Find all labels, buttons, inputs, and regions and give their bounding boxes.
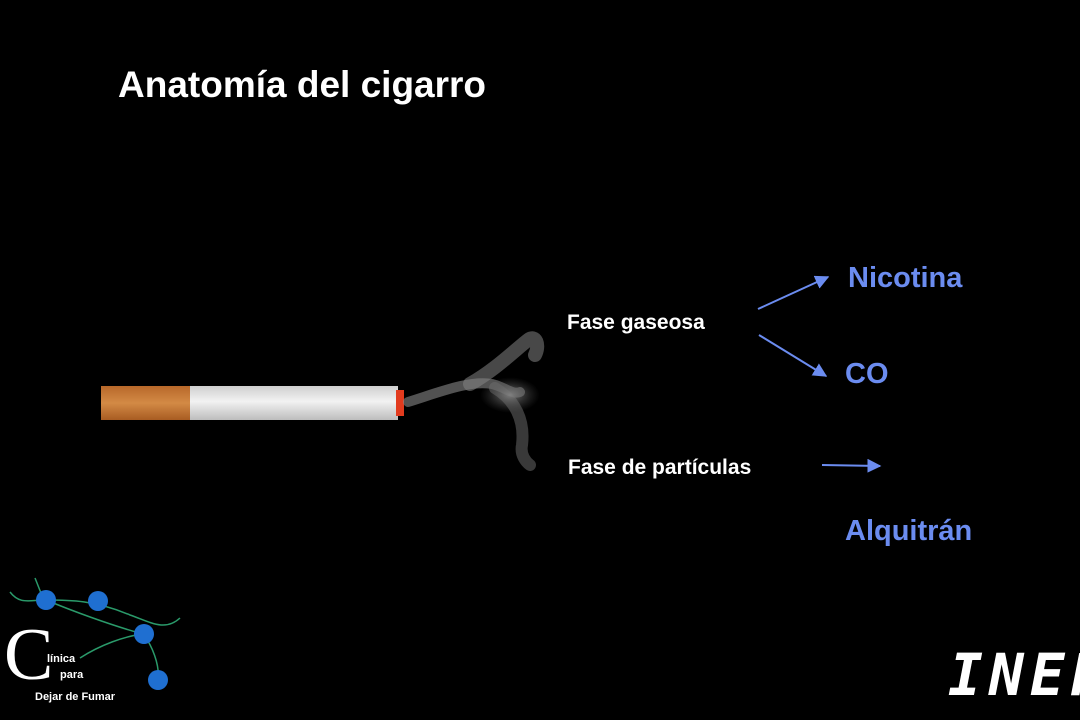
co-label: CO <box>845 358 889 390</box>
smoke <box>403 331 545 471</box>
clinic-logo-graphic <box>9 577 181 690</box>
iner-logo: INER <box>948 641 1080 709</box>
nicotine-label: Nicotina <box>848 262 963 294</box>
cigarette-paper <box>190 386 398 420</box>
particle-phase-label: Fase de partículas <box>568 456 752 479</box>
tar-label: Alquitrán <box>845 515 973 547</box>
clinic-logo-initial: C <box>4 614 54 696</box>
arrow-to-co <box>758 334 828 377</box>
clinic-logo-line1: línica <box>47 653 76 665</box>
cigarette-ember <box>396 390 404 416</box>
cigarette <box>101 386 404 420</box>
arrow-to-nicotine <box>757 275 830 310</box>
arrow-to-tar <box>821 458 882 473</box>
clinic-logo-line3: Dejar de Fumar <box>35 691 116 703</box>
cigarette-filter <box>101 386 192 420</box>
gas-phase-label: Fase gaseosa <box>567 311 705 334</box>
slide-title: Anatomía del cigarro <box>118 64 487 105</box>
clinic-logo-line2: para <box>60 669 84 681</box>
